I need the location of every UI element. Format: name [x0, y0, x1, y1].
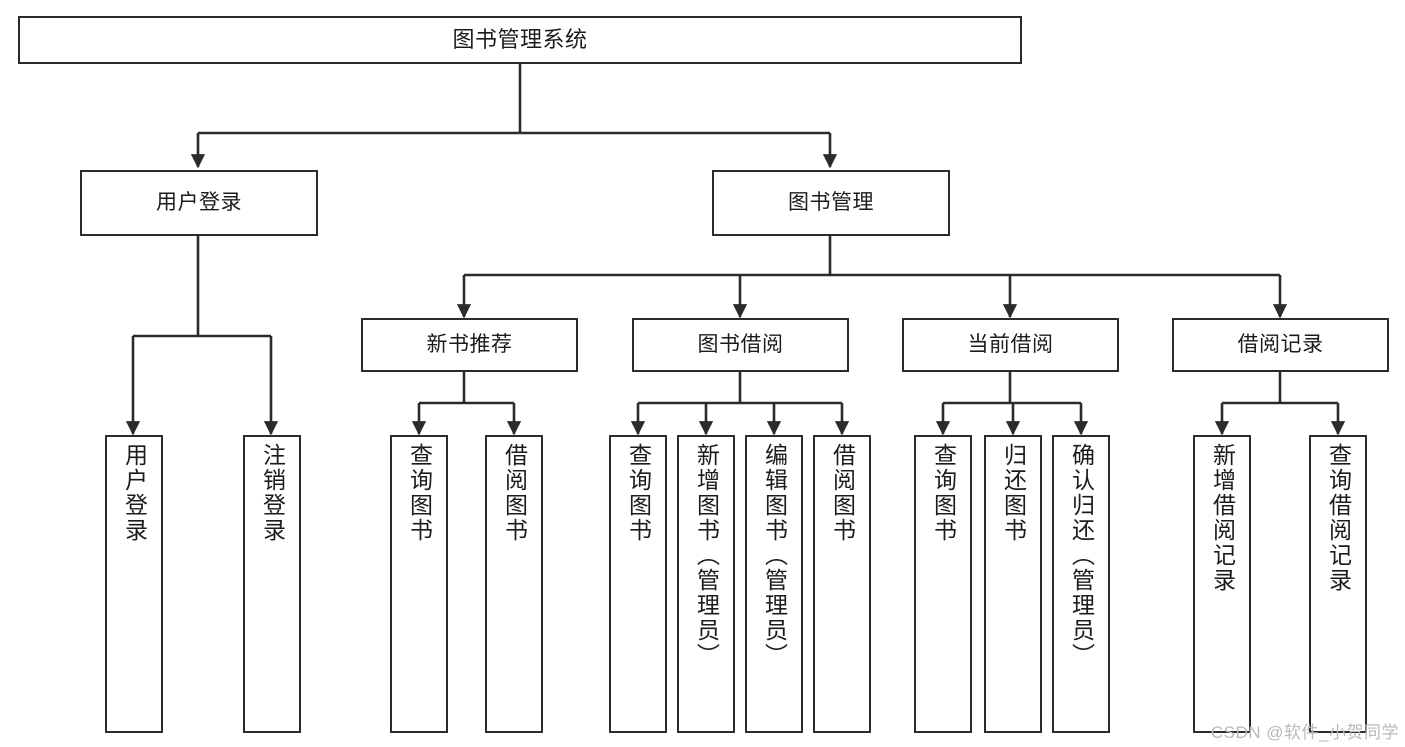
leaf-user-logout[interactable]: 注销登录	[243, 435, 301, 733]
node-label: 图书管理	[788, 190, 874, 214]
node-book-borrow[interactable]: 图书借阅	[632, 318, 849, 372]
leaf-add-borrow-record[interactable]: 新增借阅记录	[1193, 435, 1251, 733]
node-label: 新书推荐	[426, 332, 513, 356]
node-label: 归还图书	[1000, 443, 1027, 543]
node-label: 当前借阅	[967, 332, 1054, 356]
leaf-query-book-borrow[interactable]: 查询图书	[609, 435, 667, 733]
leaf-query-book-current[interactable]: 查询图书	[914, 435, 972, 733]
node-label: 借阅图书	[829, 443, 856, 543]
node-new-book-recommend[interactable]: 新书推荐	[361, 318, 578, 372]
leaf-query-book-new-rec[interactable]: 查询图书	[390, 435, 448, 733]
node-label: 注销登录	[259, 443, 286, 543]
node-label: 确认归还（管理员）	[1068, 443, 1095, 668]
node-book-management[interactable]: 图书管理	[712, 170, 950, 236]
node-user-login[interactable]: 用户登录	[80, 170, 318, 236]
leaf-user-login[interactable]: 用户登录	[105, 435, 163, 733]
leaf-edit-book-admin[interactable]: 编辑图书（管理员）	[745, 435, 803, 733]
leaf-borrow-book[interactable]: 借阅图书	[813, 435, 871, 733]
leaf-add-book-admin[interactable]: 新增图书（管理员）	[677, 435, 735, 733]
node-label: 图书管理系统	[452, 27, 588, 53]
node-label: 图书借阅	[697, 332, 784, 356]
leaf-confirm-return-admin[interactable]: 确认归还（管理员）	[1052, 435, 1110, 733]
node-label: 查询图书	[930, 443, 957, 543]
leaf-borrow-book-new-rec[interactable]: 借阅图书	[485, 435, 543, 733]
node-label: 用户登录	[156, 190, 242, 214]
node-label: 编辑图书（管理员）	[761, 443, 788, 668]
node-label: 新增借阅记录	[1209, 443, 1236, 593]
node-label: 查询图书	[406, 443, 433, 543]
node-label: 查询借阅记录	[1325, 443, 1352, 593]
node-label: 用户登录	[121, 443, 148, 543]
node-label: 借阅图书	[501, 443, 528, 543]
node-label: 查询图书	[625, 443, 652, 543]
watermark-text: CSDN @软件_小贺同学	[1210, 723, 1399, 742]
node-root-book-management-system[interactable]: 图书管理系统	[18, 16, 1022, 64]
node-current-borrow[interactable]: 当前借阅	[902, 318, 1119, 372]
leaf-return-book[interactable]: 归还图书	[984, 435, 1042, 733]
node-label: 新增图书（管理员）	[693, 443, 720, 668]
node-borrow-record[interactable]: 借阅记录	[1172, 318, 1389, 372]
node-label: 借阅记录	[1237, 332, 1324, 356]
leaf-query-borrow-record[interactable]: 查询借阅记录	[1309, 435, 1367, 733]
